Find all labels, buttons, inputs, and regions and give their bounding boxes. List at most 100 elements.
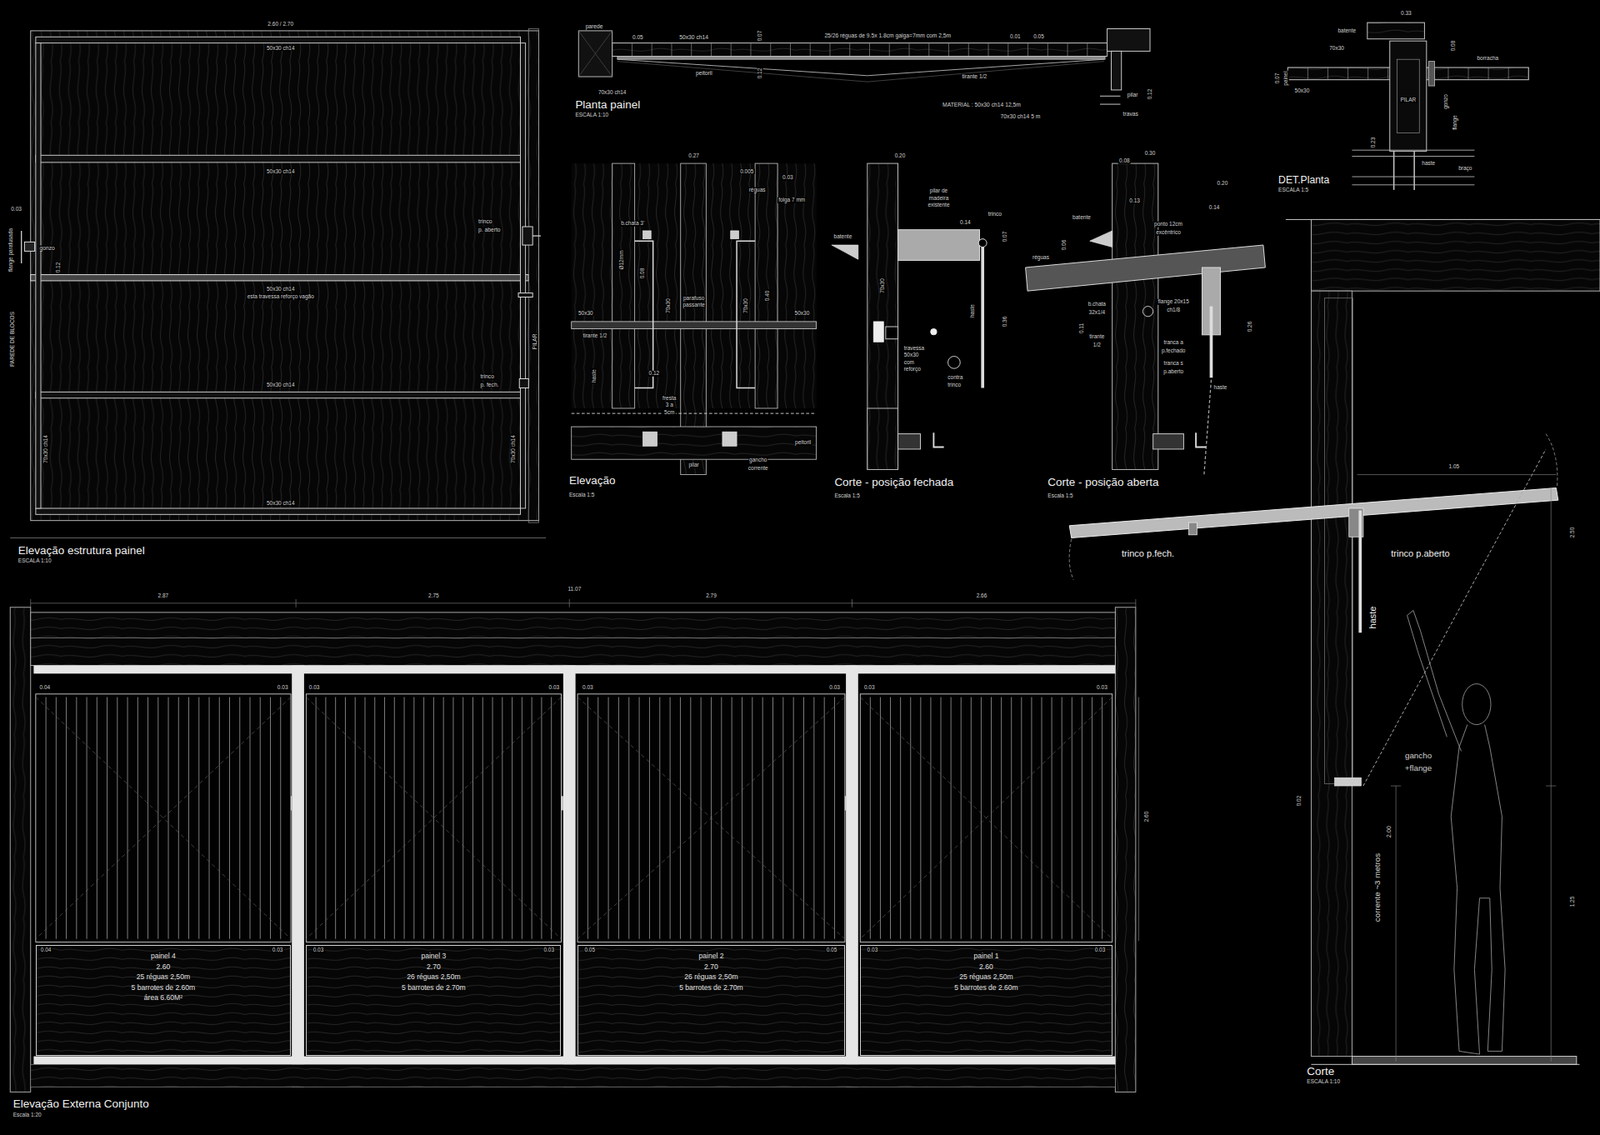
slat-line	[137, 697, 139, 940]
dimension-line	[30, 602, 1136, 604]
latch-symbol	[519, 378, 529, 388]
slat-joint	[849, 43, 850, 57]
drawing-label: flange	[1452, 114, 1459, 131]
slat-line	[762, 697, 764, 940]
bolt-symbol	[730, 230, 740, 240]
dimension-tick	[851, 599, 853, 608]
drawing-label: 2.50	[1570, 526, 1576, 540]
drawing-label: painel	[1283, 70, 1290, 87]
rubber-strip	[1428, 61, 1435, 86]
drawing-label: 0.03	[308, 685, 321, 691]
drawing-label: p. aberto	[477, 226, 502, 233]
latch-symbol	[1189, 522, 1198, 535]
drawing-label: 0.03	[548, 685, 561, 691]
rod-line	[1210, 306, 1214, 379]
swing-arc	[1069, 539, 1074, 580]
drawing-label: p.fechado	[1160, 348, 1187, 355]
slat-line	[325, 697, 326, 940]
slat-line	[1010, 697, 1012, 940]
drawing-label: batente	[1071, 215, 1092, 221]
bracing-line	[860, 697, 1112, 940]
bracing-line	[577, 697, 845, 940]
dimension-tick	[569, 599, 570, 608]
drawing-label: ESCALA 1:10	[1305, 1079, 1341, 1085]
slat-line	[1000, 697, 1002, 940]
drawing-label: existente	[927, 202, 951, 209]
slat-line	[890, 697, 891, 940]
drawing-label: 2.79	[705, 593, 718, 600]
slat-joint	[1307, 67, 1309, 80]
rail-member	[35, 508, 521, 515]
drawing-label: 0.27	[687, 153, 700, 160]
arm-line	[1351, 150, 1475, 151]
drawing-label: corrente	[747, 465, 770, 472]
slat-line	[1041, 697, 1043, 940]
arm-line	[1351, 184, 1475, 185]
lower-band	[577, 944, 845, 1057]
drawing-label: 0.36	[1002, 315, 1009, 328]
slat-line	[751, 697, 753, 940]
panel-box: painel 12.6025 réguas 2,50m5 barrotes de…	[860, 945, 1112, 1056]
drawing-label: DET.Planta	[1277, 174, 1330, 185]
drawing-label: 50x30 ch14	[678, 35, 710, 41]
drawing-label: fresta	[661, 395, 677, 401]
drawing-label: b.chata 3'	[620, 220, 645, 227]
slat-joint	[1468, 67, 1470, 80]
drawing-label: trinco p.fech.	[1120, 549, 1175, 559]
drawing-label: pilar	[687, 462, 700, 469]
slat-line	[834, 697, 835, 940]
drawing-label: réguas	[748, 187, 767, 194]
floor-line	[1310, 1064, 1580, 1065]
drawing-label: braço	[1457, 165, 1473, 172]
drawing-label: trinco p.aberto	[1390, 549, 1450, 559]
slat-line	[86, 697, 88, 940]
drawing-label: PILAR	[531, 333, 538, 351]
drawing-label: 0.02	[1296, 795, 1303, 808]
slat-joint	[869, 43, 870, 57]
drawing-label: PAREDE DE BLOCOS	[9, 310, 15, 368]
arm-line	[1351, 176, 1475, 178]
drawing-label: gonzo	[1443, 94, 1450, 111]
flat-bar	[736, 240, 755, 388]
drawing-label: gancho	[1404, 751, 1433, 760]
panel-text: painel 4	[150, 952, 176, 960]
slat-joint	[730, 43, 732, 57]
panel-box: painel 22.7026 réguas 2,50m5 barrotes de…	[577, 945, 845, 1056]
bracing-line	[577, 697, 845, 940]
slat-line	[670, 697, 671, 940]
drawing-label: 0.03	[10, 206, 23, 213]
drawing-label: 50x30	[1294, 88, 1311, 95]
panel-frame	[30, 30, 540, 521]
pillar-core	[1396, 59, 1420, 133]
latch-symbol	[518, 293, 533, 298]
drawing-label: 2.75	[427, 593, 440, 600]
slat-line	[608, 697, 610, 940]
slat-line	[793, 697, 795, 940]
drawing-label: excêntrico	[1155, 230, 1182, 236]
slat-line	[900, 697, 901, 940]
panel-text: 25 réguas 2,50m	[136, 973, 190, 981]
drawing-label: 0.07	[1002, 230, 1009, 244]
slat-member	[612, 163, 635, 409]
bracing-line	[35, 697, 291, 940]
drawing-label: corrente ~3 metros	[1373, 852, 1382, 923]
drawing-label: MATERIAL : 50x30 ch14 12,5m	[941, 102, 1022, 109]
bolt-symbol	[642, 230, 651, 240]
dimension-line	[1357, 474, 1557, 475]
slat-line	[335, 697, 336, 940]
drawing-label: 0.11	[1079, 322, 1085, 335]
slat-line	[452, 697, 454, 940]
panel-text: 2.60	[156, 963, 171, 971]
drawing-label: 0.23	[1370, 136, 1377, 150]
drawing-label: trinco	[946, 381, 962, 388]
slat-line	[870, 697, 871, 940]
slat-joint	[1086, 43, 1088, 57]
slat-joint	[651, 43, 653, 57]
drawing-label: flange 20x15	[1157, 299, 1190, 305]
drawing-label: tirante 1/2	[960, 73, 988, 80]
slat-line	[501, 697, 503, 940]
rod-line	[1413, 150, 1415, 190]
drawing-label: 0.03	[1095, 685, 1109, 691]
pillar-section	[867, 163, 899, 470]
